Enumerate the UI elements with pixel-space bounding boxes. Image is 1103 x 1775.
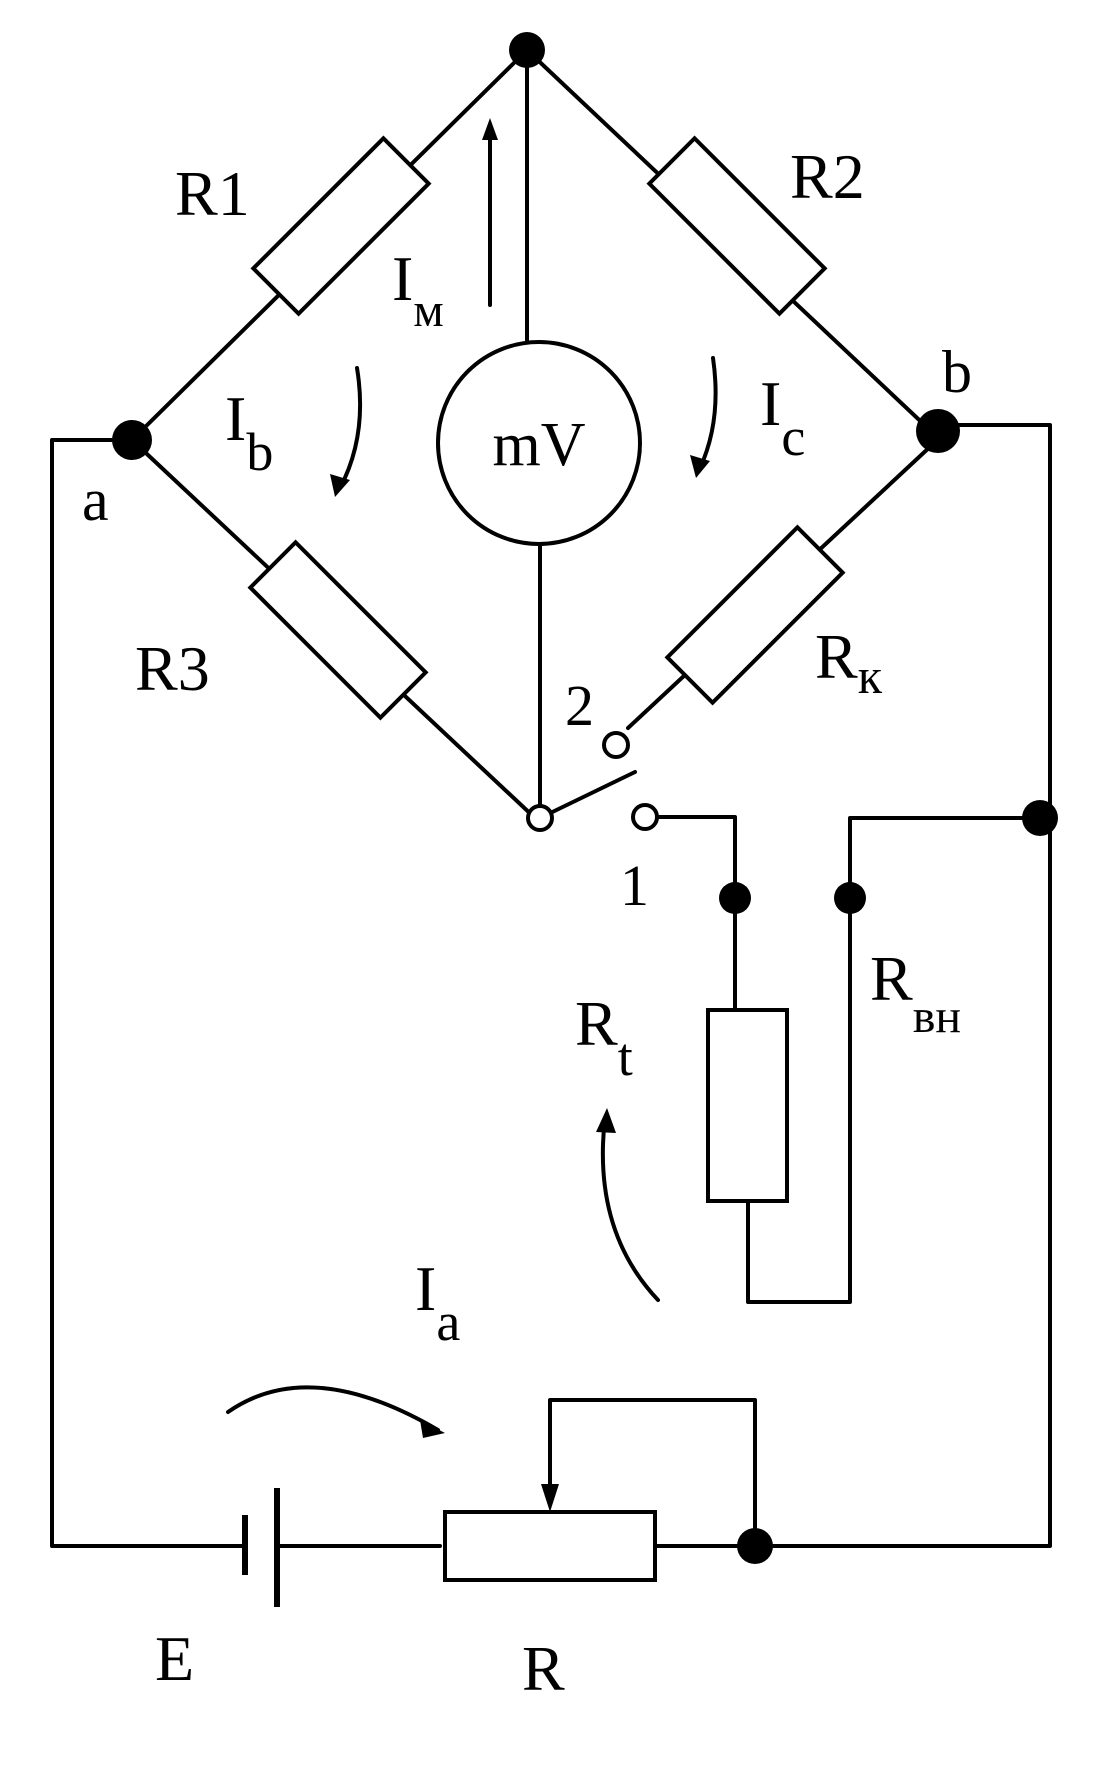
label-switch-2: 2 [565, 673, 594, 738]
arrow-ia [226, 1385, 445, 1438]
label-ic-main: I [760, 368, 781, 439]
arrow-rt [596, 1108, 660, 1302]
label-rk-main: R [815, 621, 858, 692]
arrow-im [482, 118, 498, 307]
wire-r-b [650, 423, 1052, 1548]
label-ic: Ic [760, 368, 805, 467]
resistor-r2 [646, 135, 828, 317]
arrow-ib [330, 366, 363, 497]
label-ia-main: I [415, 1253, 436, 1324]
label-ia-sub: a [436, 1292, 460, 1352]
junction-rvn-top [834, 882, 866, 914]
junction-top [509, 32, 545, 68]
wire-a-battery [50, 438, 247, 1548]
label-r1: R1 [175, 158, 250, 229]
junction-right [1022, 800, 1058, 836]
label-ib-sub: b [246, 422, 273, 482]
label-ic-sub: c [781, 407, 805, 467]
label-node-b: b [942, 339, 972, 405]
junction-rt-top [719, 882, 751, 914]
label-rk-sub: к [858, 648, 883, 704]
switch-blade [538, 770, 637, 820]
resistor-rk [664, 524, 846, 706]
label-e: E [155, 1623, 194, 1694]
label-rvn-main: R [870, 943, 913, 1014]
label-ib: Ib [225, 383, 273, 482]
label-rk: Rк [815, 621, 883, 704]
millivoltmeter [436, 340, 642, 546]
label-rvn-sub: вн [913, 990, 961, 1043]
label-rvn: Rвн [870, 943, 961, 1043]
resistor-r1 [250, 135, 432, 317]
label-im-main: I [392, 243, 413, 314]
resistor-r-rheostat [443, 1510, 657, 1582]
label-node-a: a [82, 467, 109, 533]
switch-terminal-1 [631, 803, 659, 831]
outer-wires [50, 423, 1052, 1548]
node-b-dot [916, 409, 960, 453]
label-ia: Ia [415, 1253, 460, 1352]
label-rt-main: R [575, 988, 618, 1059]
junction-r-right [737, 1528, 773, 1564]
label-mv: mV [493, 411, 586, 479]
node-a-dot [112, 420, 152, 460]
label-r2: R2 [790, 141, 865, 212]
label-ib-main: I [225, 383, 246, 454]
label-im: Iм [392, 243, 444, 337]
wire-switch1-rt [655, 815, 737, 1012]
label-rt-sub: t [618, 1027, 633, 1087]
label-im-sub: м [413, 284, 443, 337]
label-rt: Rt [575, 988, 633, 1087]
wire-rheostat-slider [548, 1398, 757, 1548]
resistor-r3 [247, 539, 429, 721]
label-r: R [522, 1633, 565, 1704]
wire-rt-rvn [746, 816, 1042, 1304]
label-r3: R3 [135, 633, 210, 704]
switch-terminal-2 [602, 731, 630, 759]
label-switch-1: 1 [620, 853, 649, 918]
switch-pivot-terminal [526, 804, 554, 832]
rheostat-slider-arrow [541, 1484, 559, 1512]
arrow-ic [690, 356, 718, 478]
resistor-rt [706, 1008, 789, 1203]
